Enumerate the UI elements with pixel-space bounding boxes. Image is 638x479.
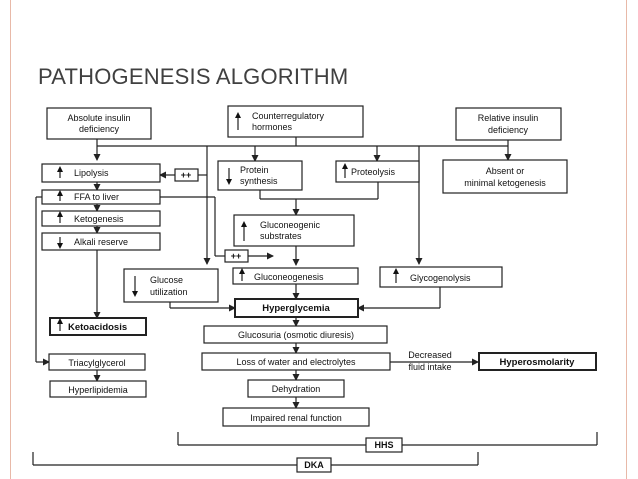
box-plus-plus-lower: ++ (224, 249, 249, 263)
box-plus-plus-upper: ++ (174, 168, 199, 182)
box-text: Ketoacidosis (68, 322, 127, 333)
box-glucose-utilization: Glucose utilization (123, 268, 219, 303)
box-text: substrates (260, 231, 302, 241)
box-text: Absent or (486, 166, 525, 176)
box-hyperosmolarity: Hyperosmolarity (478, 352, 597, 371)
box-protein-synthesis: Protein synthesis (217, 160, 303, 191)
box-text: Hyperlipidemia (68, 385, 128, 395)
label-text: fluid intake (408, 362, 451, 372)
box-text: Lipolysis (74, 168, 109, 178)
box-text: Glycogenolysis (410, 273, 471, 283)
box-hyperlipidemia: Hyperlipidemia (49, 380, 147, 398)
box-text: DKA (304, 460, 324, 470)
slide-title: PATHOGENESIS ALGORITHM (38, 64, 349, 89)
box-impaired-renal-function: Impaired renal function (222, 407, 370, 427)
box-text: Hyperosmolarity (500, 357, 576, 368)
box-dka-label: DKA (296, 457, 332, 473)
box-text: FFA to liver (74, 192, 119, 202)
box-counterregulatory-hormones: Counterregulatory hormones (227, 105, 364, 138)
box-text: Glucose (150, 275, 183, 285)
box-absolute-insulin-deficiency: Absolute insulin deficiency (46, 107, 152, 140)
box-text: ++ (181, 170, 192, 180)
box-dehydration: Dehydration (247, 379, 345, 398)
label-decreased-fluid-intake: Decreased fluid intake (408, 350, 452, 372)
box-text: deficiency (79, 124, 120, 134)
box-text: deficiency (488, 125, 529, 135)
box-triacylglycerol: Triacylglycerol (48, 353, 146, 371)
box-proteolysis: Proteolysis (335, 160, 420, 183)
box-hhs-label: HHS (365, 437, 403, 453)
box-text: Protein (240, 165, 269, 175)
box-text: Counterregulatory (252, 111, 325, 121)
box-text: Glucosuria (osmotic diuresis) (238, 330, 354, 340)
box-gluconeogenic-substrates: Gluconeogenic substrates (233, 214, 355, 247)
box-ketoacidosis: Ketoacidosis (49, 317, 147, 336)
box-ketogenesis: Ketogenesis (41, 210, 161, 227)
box-text: Gluconeogenic (260, 220, 321, 230)
box-text: Alkali reserve (74, 237, 128, 247)
box-lipolysis: Lipolysis (41, 163, 161, 183)
slide-frame (10, 0, 627, 479)
box-text: ++ (231, 251, 242, 261)
box-text: Absolute insulin (67, 113, 130, 123)
box-hyperglycemia: Hyperglycemia (234, 298, 359, 318)
box-text: hormones (252, 122, 293, 132)
box-text: Hyperglycemia (262, 303, 330, 314)
box-glucosuria: Glucosuria (osmotic diuresis) (203, 325, 388, 344)
box-text: utilization (150, 287, 188, 297)
box-text: Gluconeogenesis (254, 272, 324, 282)
box-text: HHS (374, 440, 393, 450)
box-text: Ketogenesis (74, 214, 124, 224)
box-gluconeogenesis: Gluconeogenesis (232, 267, 359, 285)
box-text: minimal ketogenesis (464, 178, 546, 188)
box-text: Proteolysis (351, 167, 396, 177)
box-text: Loss of water and electrolytes (236, 357, 356, 367)
label-text: Decreased (408, 350, 452, 360)
box-absent-ketogenesis: Absent or minimal ketogenesis (442, 159, 568, 194)
box-text: synthesis (240, 176, 278, 186)
box-text: Dehydration (272, 384, 321, 394)
box-glycogenolysis: Glycogenolysis (379, 266, 503, 288)
box-text: Relative insulin (478, 113, 539, 123)
box-alkali-reserve: Alkali reserve (41, 232, 161, 251)
box-relative-insulin-deficiency: Relative insulin deficiency (455, 107, 562, 141)
box-loss-of-water: Loss of water and electrolytes (201, 352, 391, 371)
box-text: Triacylglycerol (68, 358, 125, 368)
box-text: Impaired renal function (250, 413, 342, 423)
box-ffa-to-liver: FFA to liver (41, 189, 161, 205)
